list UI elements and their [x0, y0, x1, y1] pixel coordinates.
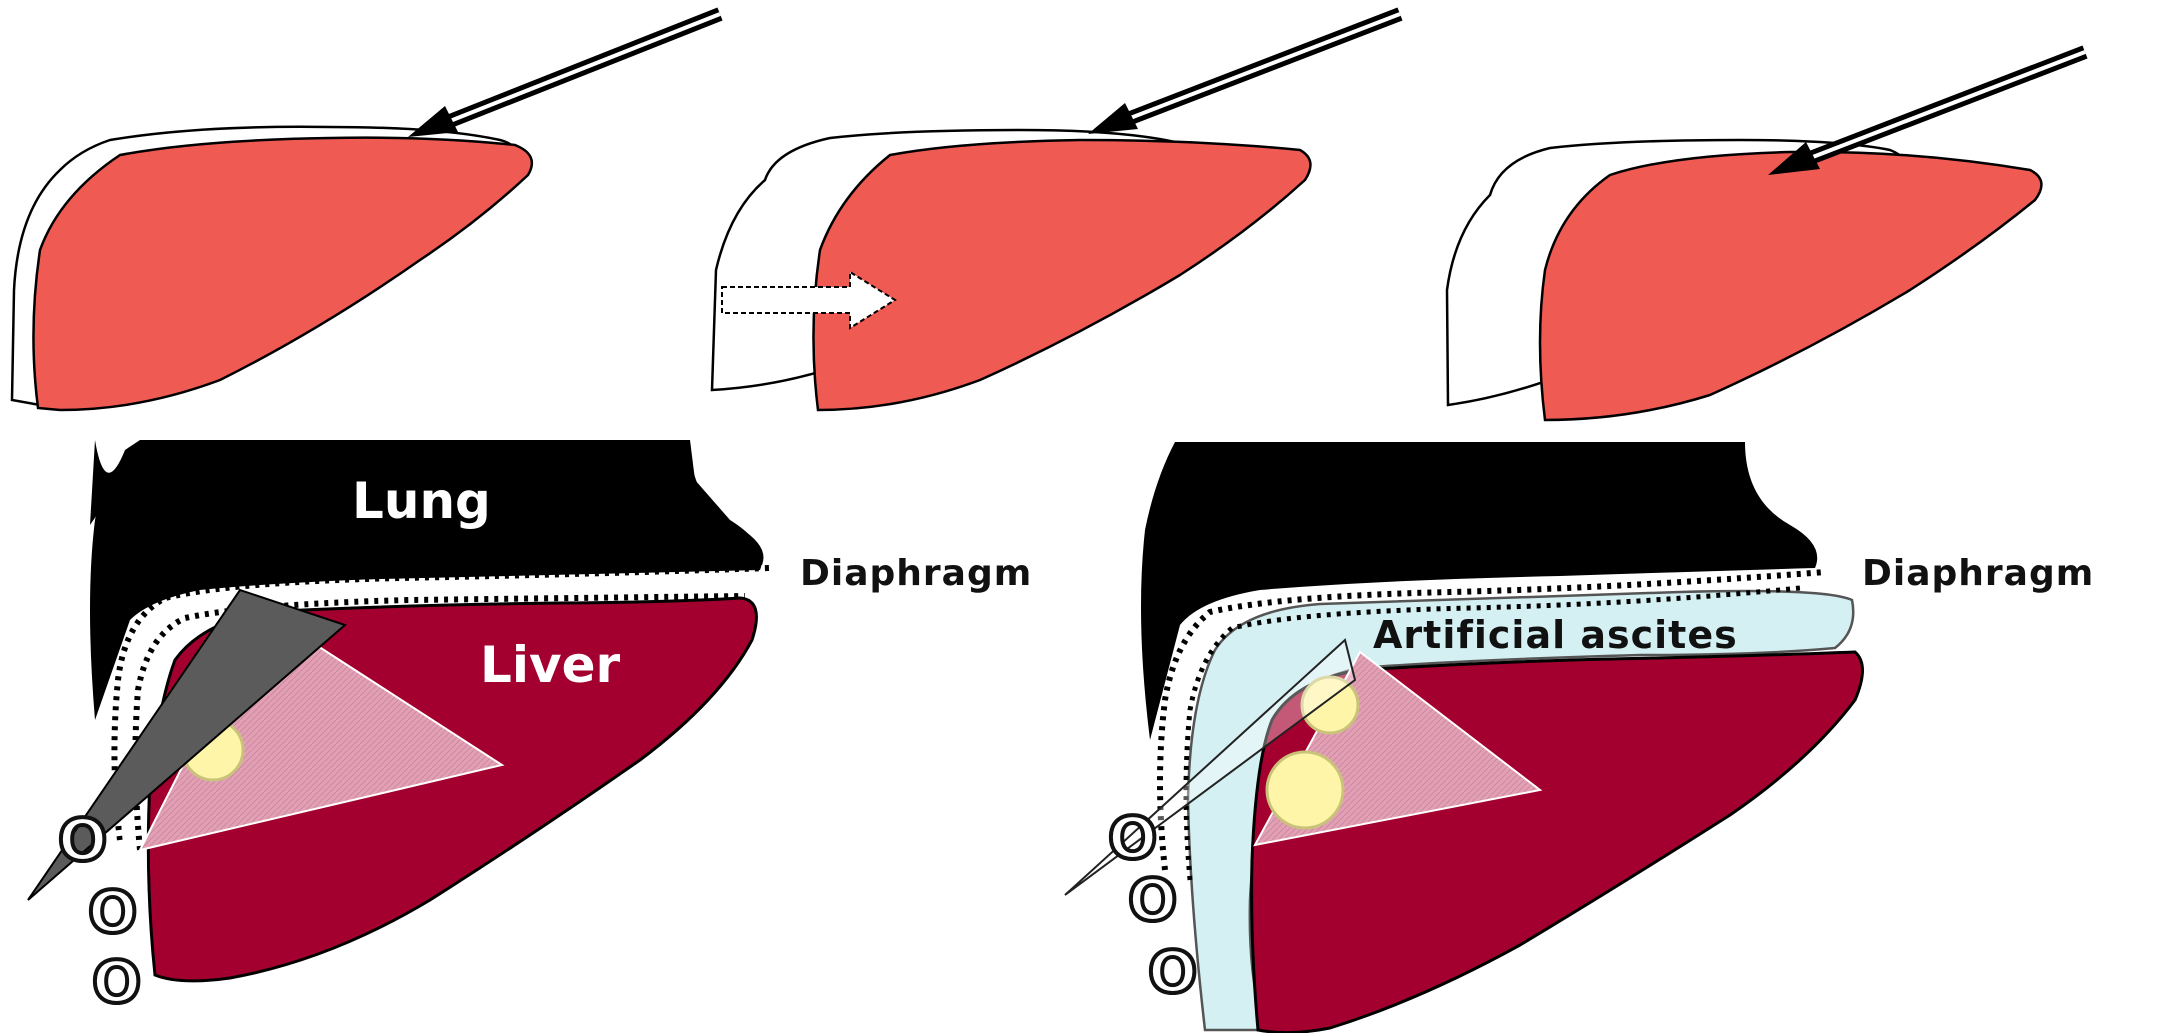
bottom-left-panel: O O O Lung Liver Diaphragm: [28, 440, 1032, 1016]
needle-arrow-icon: [1088, 14, 1400, 134]
diaphragm-label-right: Diaphragm: [1862, 553, 2094, 594]
rib-marker: O: [92, 948, 141, 1016]
rib-marker: O: [1128, 866, 1177, 934]
needle-arrow-icon: [408, 14, 720, 137]
liver-shape: [33, 138, 531, 410]
artificial-ascites-label: Artificial ascites: [1373, 613, 1738, 657]
rib-marker: O: [1148, 938, 1197, 1006]
rib-marker: O: [88, 878, 137, 946]
top-panel-1: [12, 14, 720, 410]
rib-marker: O: [58, 806, 107, 874]
top-panel-3: [1447, 52, 2085, 420]
lung-label: Lung: [352, 472, 491, 530]
top-panel-2: [712, 14, 1400, 410]
rib-marker: O: [1108, 804, 1157, 872]
bottom-right-panel: O O O Artificial ascites Diaphragm: [1065, 442, 2094, 1033]
lesion-circle: [1267, 752, 1343, 828]
liver-label: Liver: [480, 636, 621, 694]
liver-shape: [813, 140, 1310, 410]
diaphragm-label-left: Diaphragm: [800, 553, 1032, 594]
liver-shape: [1540, 152, 2041, 420]
